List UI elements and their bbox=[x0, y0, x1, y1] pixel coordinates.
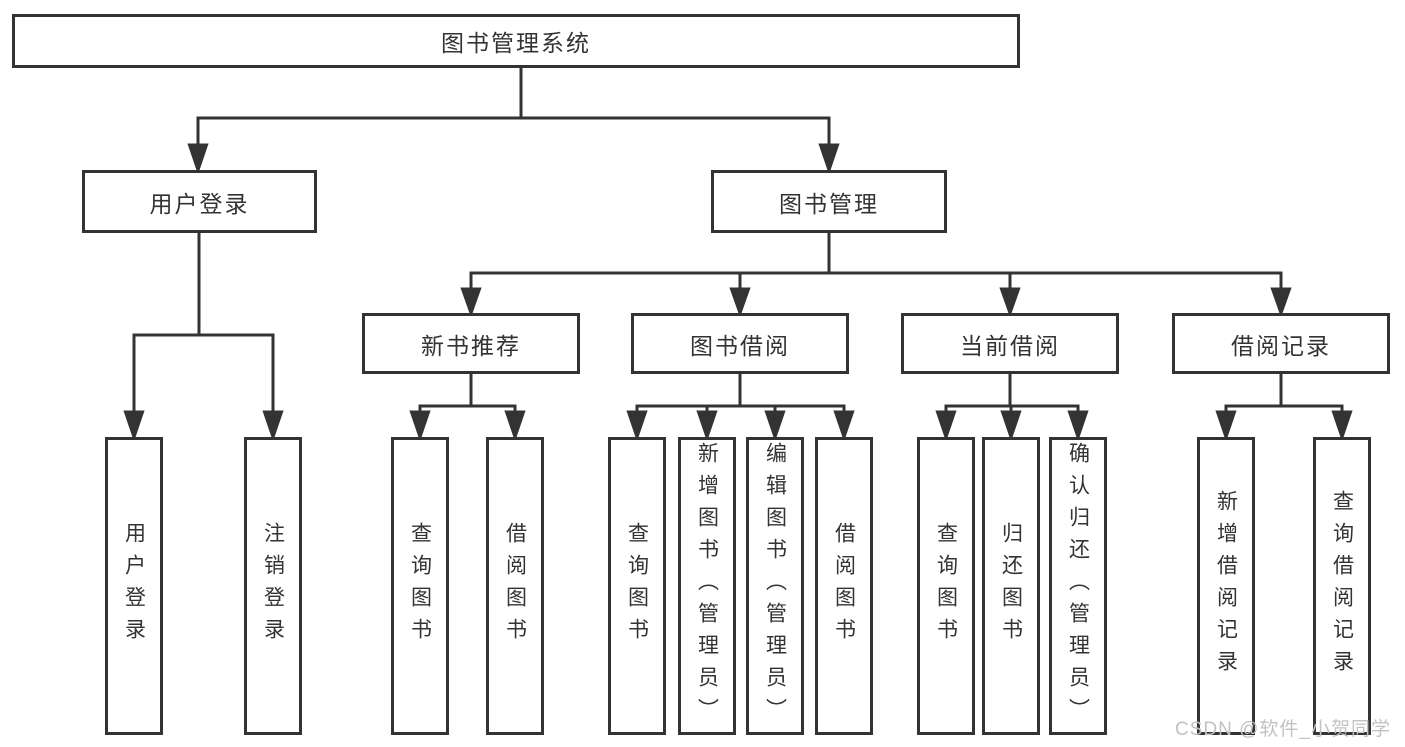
node-label: 查询借阅记录 bbox=[1330, 490, 1354, 682]
node-borrow-records: 借阅记录 bbox=[1172, 313, 1390, 374]
node-label: 当前借阅 bbox=[960, 332, 1060, 359]
arrowhead-icon bbox=[764, 410, 786, 442]
node-label: 编辑图书（管理员） bbox=[763, 442, 787, 730]
node-label: 借阅图书 bbox=[503, 522, 527, 650]
arrowhead-icon bbox=[409, 410, 431, 442]
leaf-add-borrow-record: 新增借阅记录 bbox=[1197, 437, 1255, 735]
node-label: 新增图书（管理员） bbox=[695, 442, 719, 730]
connector-book-management-to-level3 bbox=[460, 231, 1292, 318]
arrowhead-icon bbox=[1215, 410, 1237, 442]
node-label: 图书管理 bbox=[779, 190, 879, 217]
node-label: 确认归还（管理员） bbox=[1066, 442, 1090, 730]
node-label: 借阅图书 bbox=[832, 522, 856, 650]
node-label: 图书借阅 bbox=[690, 332, 790, 359]
leaf-borrow-books-recommend: 借阅图书 bbox=[486, 437, 544, 735]
node-label: 借阅记录 bbox=[1231, 332, 1331, 359]
node-root-system: 图书管理系统 bbox=[12, 14, 1020, 68]
arrowhead-icon bbox=[187, 143, 209, 175]
arrowhead-icon bbox=[626, 410, 648, 442]
node-label: 查询图书 bbox=[408, 522, 432, 650]
node-current-borrow: 当前借阅 bbox=[901, 313, 1119, 374]
node-label: 归还图书 bbox=[999, 522, 1023, 650]
connector-root-to-level2 bbox=[187, 66, 840, 175]
node-label: 新增借阅记录 bbox=[1214, 490, 1238, 682]
leaf-edit-book-admin: 编辑图书（管理员） bbox=[746, 437, 804, 735]
leaf-confirm-return-admin: 确认归还（管理员） bbox=[1049, 437, 1107, 735]
watermark: CSDN @软件_小贺同学 bbox=[1175, 719, 1391, 740]
connector-user-login-branch bbox=[123, 231, 284, 442]
leaf-query-borrow-record: 查询借阅记录 bbox=[1313, 437, 1371, 735]
leaf-logout: 注销登录 bbox=[244, 437, 302, 735]
arrowhead-icon bbox=[818, 143, 840, 175]
node-book-borrow: 图书借阅 bbox=[631, 313, 849, 374]
node-label: 新书推荐 bbox=[421, 332, 521, 359]
arrowhead-icon bbox=[833, 410, 855, 442]
arrowhead-icon bbox=[123, 410, 145, 442]
leaf-add-book-admin: 新增图书（管理员） bbox=[678, 437, 736, 735]
leaf-query-books-recommend: 查询图书 bbox=[391, 437, 449, 735]
node-label: 注销登录 bbox=[261, 522, 285, 650]
node-label: 查询图书 bbox=[934, 522, 958, 650]
node-label: 用户登录 bbox=[149, 190, 250, 217]
connector-current-borrow-branch bbox=[935, 372, 1089, 442]
arrowhead-icon bbox=[999, 287, 1021, 318]
arrowhead-icon bbox=[1270, 287, 1292, 318]
leaf-user-login: 用户登录 bbox=[105, 437, 163, 735]
arrowhead-icon bbox=[729, 287, 751, 318]
arrowhead-icon bbox=[262, 410, 284, 442]
arrowhead-icon bbox=[504, 410, 526, 442]
node-label: 查询图书 bbox=[625, 522, 649, 650]
connector-book-borrow-branch bbox=[626, 372, 855, 442]
connector-borrow-records-branch bbox=[1215, 372, 1353, 442]
node-label: 图书管理系统 bbox=[441, 30, 591, 56]
connector-new-book-recommend-branch bbox=[409, 372, 526, 442]
leaf-return-books: 归还图书 bbox=[982, 437, 1040, 735]
leaf-query-books-current: 查询图书 bbox=[917, 437, 975, 735]
node-book-management: 图书管理 bbox=[711, 170, 947, 233]
arrowhead-icon bbox=[1067, 410, 1089, 442]
leaf-query-books-borrow: 查询图书 bbox=[608, 437, 666, 735]
leaf-borrow-books: 借阅图书 bbox=[815, 437, 873, 735]
node-label: 用户登录 bbox=[122, 522, 146, 650]
node-user-login: 用户登录 bbox=[82, 170, 317, 233]
arrowhead-icon bbox=[696, 410, 718, 442]
arrowhead-icon bbox=[460, 287, 482, 318]
arrowhead-icon bbox=[935, 410, 957, 442]
arrowhead-icon bbox=[1000, 410, 1022, 442]
node-new-book-recommend: 新书推荐 bbox=[362, 313, 580, 374]
arrowhead-icon bbox=[1331, 410, 1353, 442]
